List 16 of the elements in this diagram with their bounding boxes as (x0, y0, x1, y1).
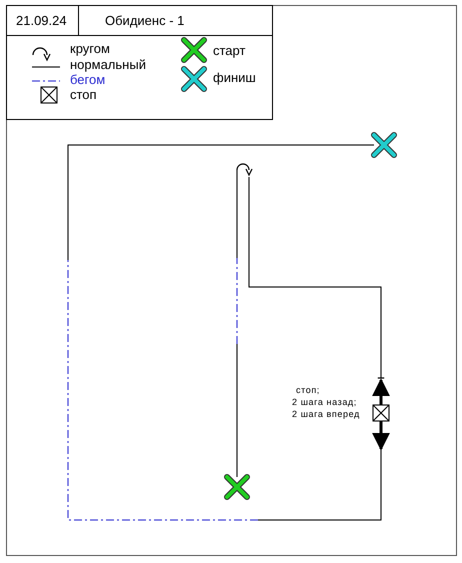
date-text: 21.09.24 (16, 13, 67, 28)
legend-text: стоп (70, 87, 97, 102)
legend-text: нормальный (70, 57, 146, 72)
note-text: 2 шага назад; (292, 396, 357, 408)
title-text: Обидиенс - 1 (105, 13, 184, 28)
route-line (248, 176, 385, 379)
note-text: стоп; (296, 384, 320, 396)
cross-marker (371, 132, 397, 158)
legend-text: финиш (213, 70, 256, 85)
stop-marker (372, 378, 390, 451)
legend-text: кругом (70, 41, 110, 56)
legend-text: бегом (70, 72, 106, 87)
cross-marker (224, 474, 250, 500)
turn-icon (236, 163, 253, 176)
note-text: 2 шага вперед (292, 408, 360, 420)
legend-text: старт (213, 43, 246, 58)
